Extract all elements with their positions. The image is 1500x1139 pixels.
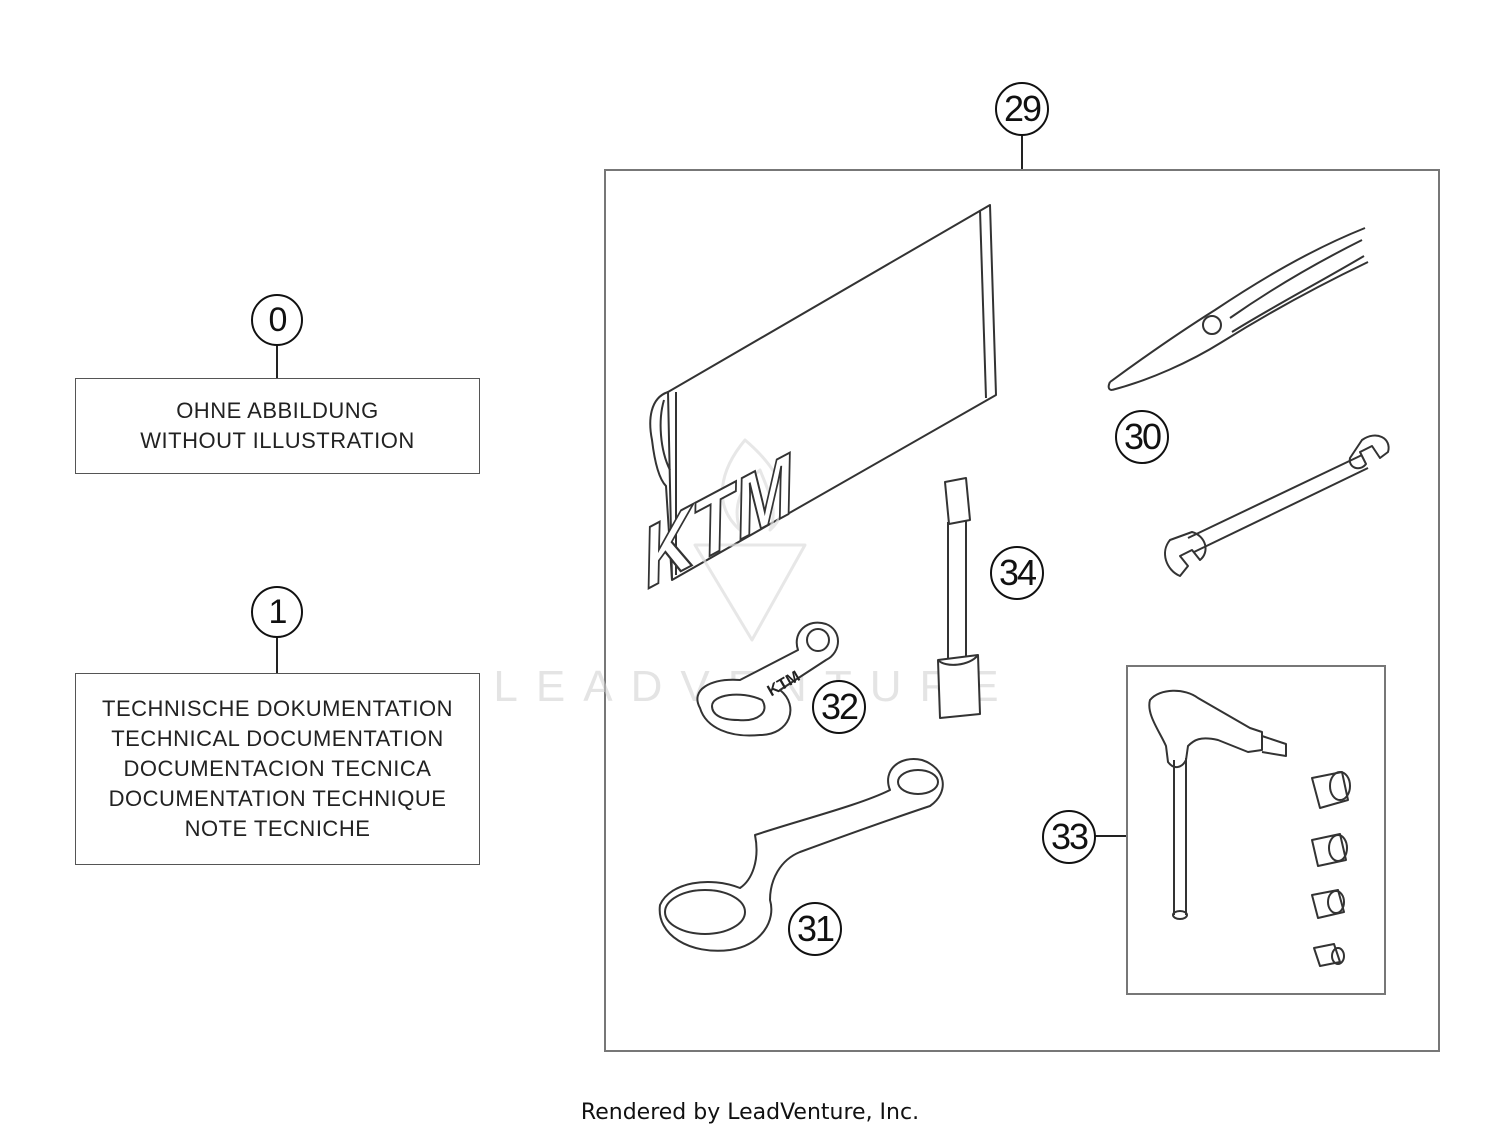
box1-line4: DOCUMENTATION TECHNIQUE — [108, 786, 447, 811]
t-handle-hex-key-icon — [1148, 689, 1287, 920]
callout-1[interactable]: 1 — [251, 586, 303, 638]
box1-line3: DOCUMENTACION TECNICA — [123, 756, 432, 781]
footer-credit: Rendered by LeadVenture, Inc. — [580, 1100, 920, 1125]
callout-29[interactable]: 29 — [995, 82, 1049, 136]
box1-line5: NOTE TECNICHE — [184, 816, 371, 841]
callout-34[interactable]: 34 — [990, 546, 1044, 600]
small-ring-wrench-icon — [696, 621, 839, 737]
leader-line-29 — [1021, 132, 1023, 170]
box1-line2: TECHNICAL DOCUMENTATION — [111, 726, 444, 751]
box1-line1: TECHNISCHE DOKUMENTATION — [102, 696, 453, 721]
callout-0[interactable]: 0 — [251, 294, 303, 346]
toolkit-frame — [604, 169, 1440, 1052]
tool-set-33-frame — [1126, 665, 1386, 995]
box0-line1: OHNE ABBILDUNG — [176, 398, 379, 423]
open-end-wrench-icon — [1164, 434, 1390, 577]
technical-documentation-box: TECHNISCHE DOKUMENTATION TECHNICAL DOCUM… — [75, 673, 480, 865]
watermark-logo-icon — [693, 438, 807, 642]
tool-bag-icon — [649, 204, 997, 581]
callout-32[interactable]: 32 — [812, 680, 866, 734]
callout-33[interactable]: 33 — [1042, 810, 1096, 864]
callout-31[interactable]: 31 — [788, 902, 842, 956]
callout-30[interactable]: 30 — [1115, 410, 1169, 464]
box0-line2: WITHOUT ILLUSTRATION — [140, 428, 415, 453]
pliers-icon — [1107, 227, 1369, 391]
socket-icons — [1311, 771, 1351, 967]
leader-line-0 — [276, 344, 278, 378]
large-ring-wrench-icon — [658, 758, 944, 952]
leader-line-1 — [276, 636, 278, 674]
without-illustration-box: OHNE ABBILDUNG WITHOUT ILLUSTRATION — [75, 378, 480, 474]
hex-socket-icon — [937, 477, 981, 719]
